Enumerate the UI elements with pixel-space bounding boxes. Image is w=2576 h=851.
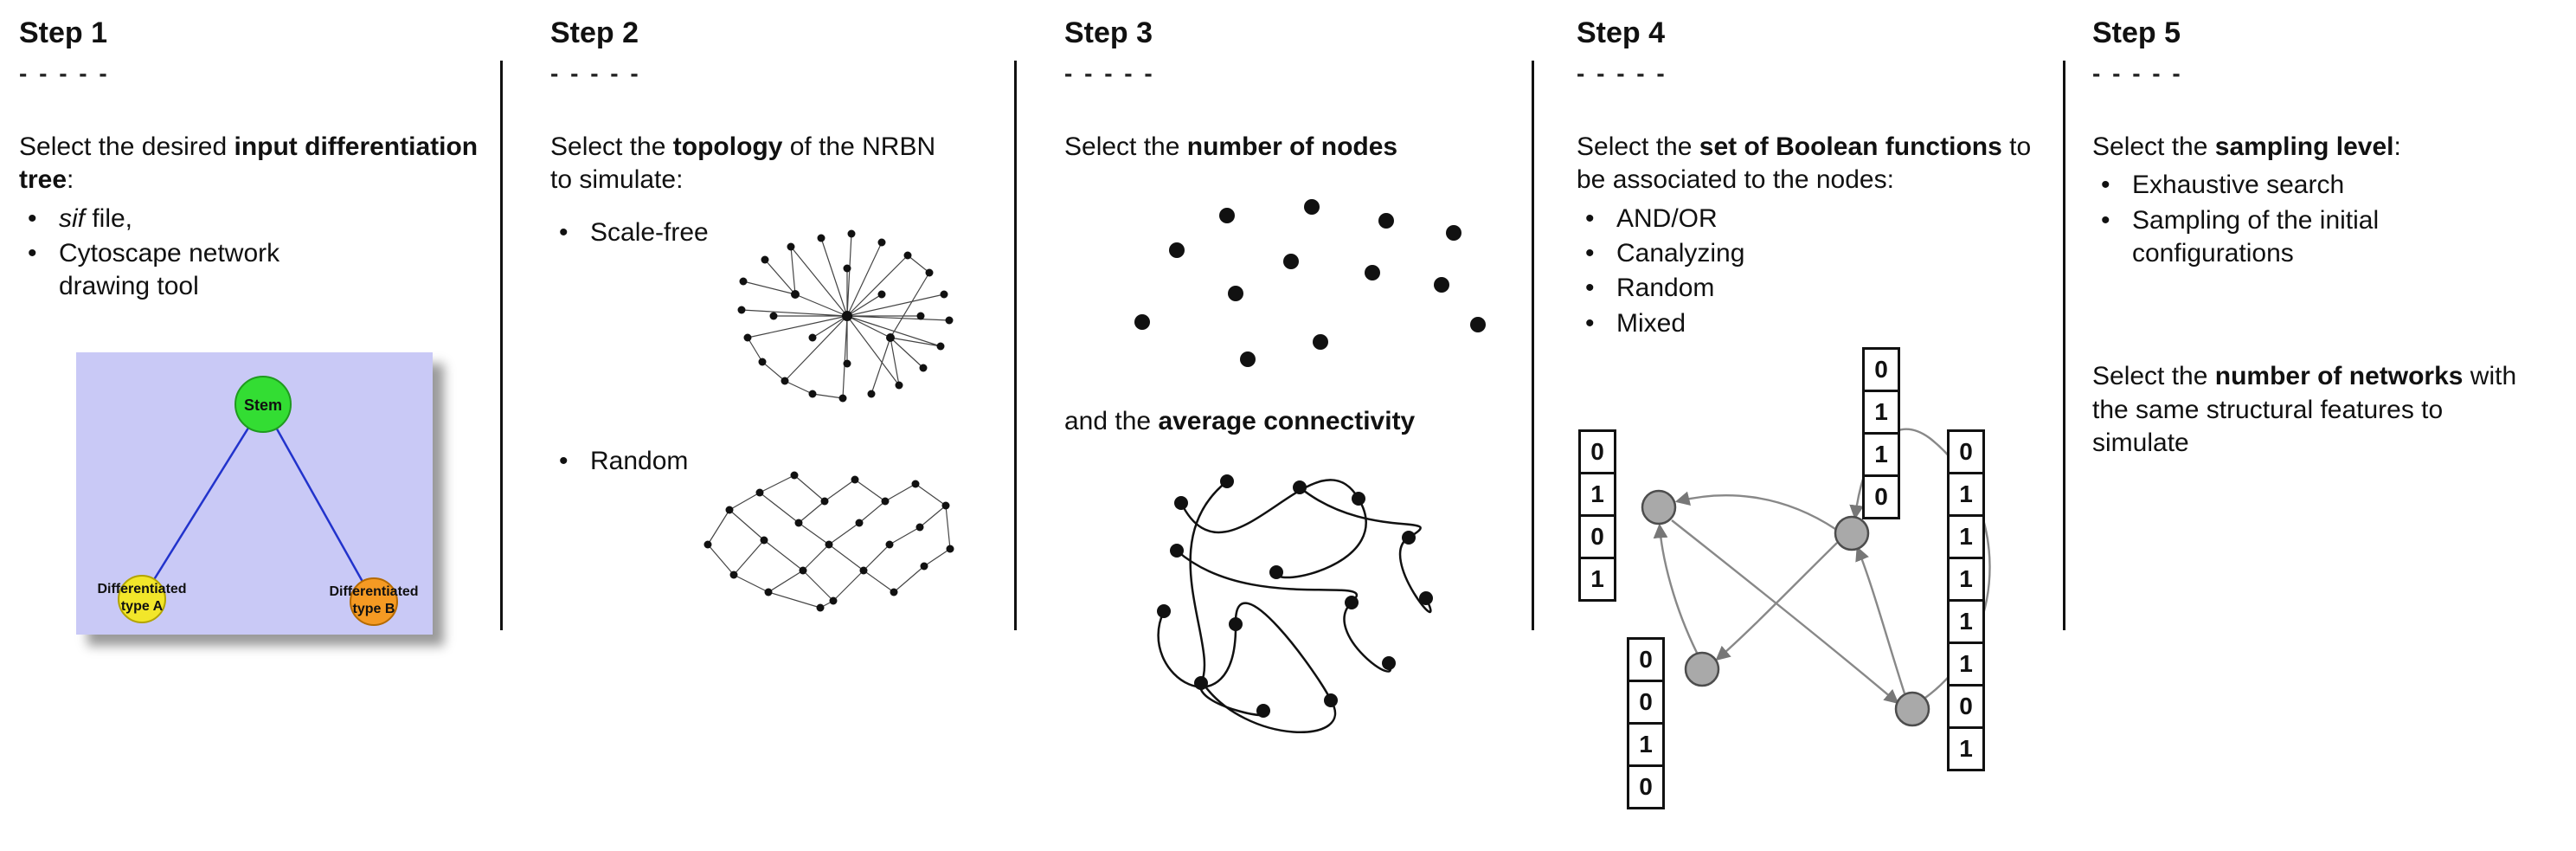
truth-table-cell: 0 <box>1862 347 1900 393</box>
type-b-node <box>350 577 398 626</box>
type-a-label-line1: Differentiated <box>97 582 186 596</box>
truth-table-cell: 1 <box>1578 557 1616 603</box>
step3-column: Step 3 - - - - - Select the number of no… <box>1064 0 1527 851</box>
step5-bullet-sampling: Sampling of the initial configurations <box>2092 204 2570 271</box>
step5-intro: Select the sampling level: <box>2092 132 2401 161</box>
truth-table-cell: 1 <box>1947 557 1985 603</box>
step4-bullet-mixed: Mixed <box>1577 307 2054 341</box>
truth-table-right: 0 1 1 1 1 1 0 1 <box>1947 429 1985 772</box>
type-a-node <box>118 574 166 623</box>
type-b-label-line2: type B <box>353 602 395 616</box>
truth-table-cell: 1 <box>1862 432 1900 478</box>
step4-bullet-canalyzing: Canalyzing <box>1577 237 2054 271</box>
truth-table-cell: 0 <box>1627 764 1665 810</box>
step5-bullet-list: Exhaustive search Sampling of the initia… <box>2092 169 2570 270</box>
step3-dashes: - - - - - <box>1064 59 1155 87</box>
column-divider <box>1532 61 1534 630</box>
step1-bullet-cytoscape: Cytoscape network drawing tool <box>19 237 493 304</box>
truth-table-cell: 0 <box>1627 637 1665 683</box>
column-divider <box>1014 61 1017 630</box>
step5-number-of-networks: Select the number of networks with the s… <box>2092 362 2517 458</box>
step5-bullet-exhaustive: Exhaustive search <box>2092 169 2570 203</box>
random-nodes <box>703 471 954 612</box>
step1-bullet-list: sif file, Cytoscape network drawing tool <box>19 203 493 304</box>
type-a-label-line2: type A <box>121 599 164 614</box>
nodes-dots-illustration <box>1134 199 1486 368</box>
stem-node-label: Stem <box>244 396 282 414</box>
truth-table-cell: 1 <box>1947 472 1985 518</box>
truth-table-top: 0 1 1 0 <box>1862 347 1900 520</box>
truth-table-cell: 1 <box>1947 726 1985 772</box>
truth-table-cell: 0 <box>1627 680 1665 725</box>
truth-table-cell: 0 <box>1947 429 1985 475</box>
step3-line2: and the average connectivity <box>1064 407 1416 436</box>
step4-bullet-list: AND/OR Canalyzing Random Mixed <box>1577 203 2054 341</box>
gene-node-d <box>1894 691 1930 727</box>
truth-table-left: 0 1 0 1 <box>1578 429 1616 603</box>
step1-bullet-sif-file: sif file, <box>19 203 493 236</box>
step2-column: Step 2 - - - - - Select the topology of … <box>550 0 1000 851</box>
column-divider <box>2063 61 2065 630</box>
step2-dashes: - - - - - <box>550 59 641 87</box>
step1-column: Step 1 - - - - - Select the desired inpu… <box>19 0 493 851</box>
tree-edge-stem-to-type-a <box>140 403 265 600</box>
step4-column: Step 4 - - - - - Select the set of Boole… <box>1577 0 2054 851</box>
step5-column: Step 5 - - - - - Select the sampling lev… <box>2092 0 2570 851</box>
step4-title: Step 4 <box>1577 16 1666 49</box>
step1-intro: Select the desired input differentiation… <box>19 132 479 195</box>
step5-title: Step 5 <box>2092 16 2181 49</box>
gene-node-c <box>1684 651 1720 687</box>
node-dots <box>1134 199 1486 368</box>
step1-title: Step 1 <box>19 16 108 49</box>
scale-free-nodes <box>737 229 954 403</box>
column-divider <box>500 61 503 630</box>
truth-table-cell: 0 <box>1578 514 1616 560</box>
boolean-network-diagram: 0 1 1 0 0 1 0 1 0 0 1 0 0 1 1 1 <box>1577 347 2061 822</box>
step2-intro: Select the topology of the NRBN to simul… <box>550 132 936 195</box>
step4-bullet-random: Random <box>1577 272 2054 306</box>
step4-dashes: - - - - - <box>1577 59 1667 87</box>
scale-free-edges <box>741 233 949 399</box>
boolean-network-graph <box>1641 428 1991 727</box>
truth-table-cell: 0 <box>1578 429 1616 475</box>
tangle-nodes <box>1157 474 1433 718</box>
type-b-label-line1: Differentiated <box>329 584 418 599</box>
tree-edge-stem-to-type-b <box>261 403 376 603</box>
truth-table-cell: 1 <box>1947 641 1985 687</box>
truth-table-bottom: 0 0 1 0 <box>1627 637 1665 810</box>
scale-free-network-illustration <box>737 229 954 403</box>
step4-intro: Select the set of Boolean functions to b… <box>1577 132 2032 195</box>
gene-node-a <box>1641 489 1677 525</box>
step5-dashes: - - - - - <box>2092 59 2183 87</box>
tangle-edges <box>1157 478 1432 733</box>
stem-node <box>234 375 292 433</box>
truth-table-cell: 1 <box>1947 599 1985 645</box>
step2-bullet-scale-free: Scale-free <box>550 216 709 250</box>
step1-dashes: - - - - - <box>19 59 110 87</box>
step4-bullet-and-or: AND/OR <box>1577 203 2054 236</box>
truth-table-cell: 0 <box>1862 474 1900 520</box>
random-network-illustration <box>703 471 954 612</box>
step2-bullet-random: Random <box>550 445 688 479</box>
truth-table-cell: 1 <box>1578 472 1616 518</box>
differentiation-tree-illustration: Stem Differentiated type A Differentiate… <box>76 351 433 635</box>
truth-table-cell: 1 <box>1862 390 1900 435</box>
random-row: Random <box>550 445 1000 618</box>
gene-node-b <box>1834 515 1870 551</box>
network-nodes <box>1641 489 1930 727</box>
connectivity-tangle-illustration <box>1157 474 1433 733</box>
step3-title: Step 3 <box>1064 16 1153 49</box>
truth-table-cell: 1 <box>1947 514 1985 560</box>
truth-table-cell: 1 <box>1627 722 1665 768</box>
random-edges <box>707 474 952 609</box>
step2-title: Step 2 <box>550 16 639 49</box>
truth-table-cell: 0 <box>1947 684 1985 730</box>
step3-line1: Select the number of nodes <box>1064 132 1398 161</box>
scale-free-row: Scale-free <box>550 216 1000 416</box>
